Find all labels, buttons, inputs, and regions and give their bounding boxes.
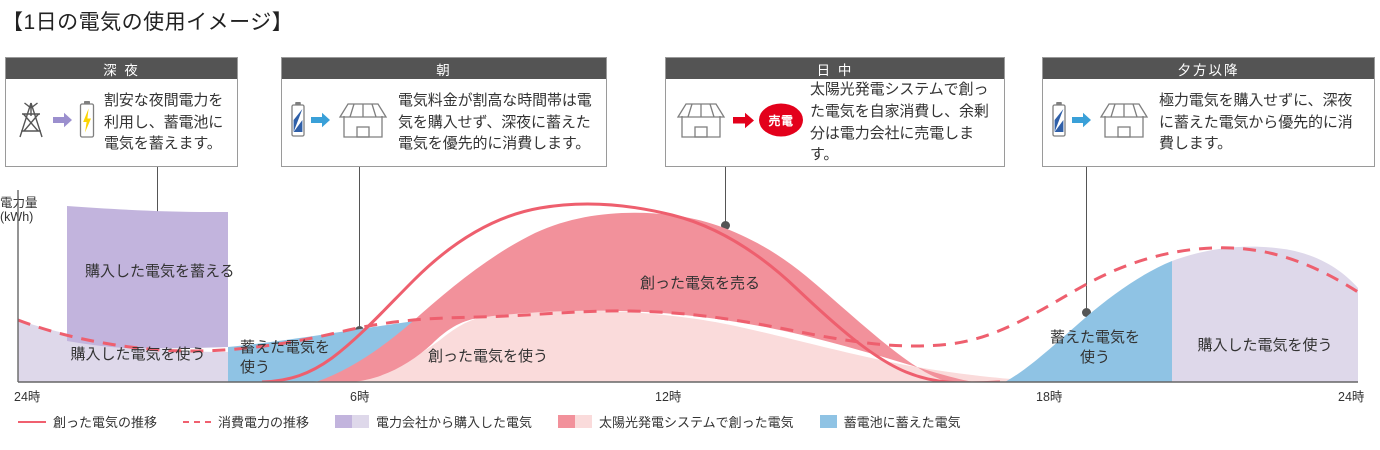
region-label-stored-used-evening: 蓄えた電気を使う: [1049, 329, 1140, 367]
x-tick-1: 6時: [350, 390, 370, 404]
region-stored-used-morning: [228, 316, 452, 382]
legend-swatch-pink-icon: [558, 415, 593, 428]
callout-late-night-text: 割安な夜間電力を利用し、蓄電池に電気を蓄えます。: [104, 91, 224, 153]
region-generated-used: [340, 310, 1060, 382]
arrow-right-blue-icon: [1072, 112, 1092, 133]
leader-line-daytime: [725, 167, 726, 225]
legend-solid-line-icon: [18, 420, 46, 423]
legend-swatch-purple-icon: [335, 415, 370, 428]
battery-icon: [288, 100, 308, 145]
legend-label-battery: 蓄電池に蓄えた電気: [843, 415, 961, 430]
callout-evening-text: 極力電気を購入せずに、深夜に蓄えた電気から優先的に消費します。: [1159, 91, 1353, 153]
region-label-generated-used: 創った電気を使う: [427, 348, 548, 365]
leader-line-evening: [1086, 167, 1087, 312]
callout-evening-icons: [1049, 99, 1159, 146]
region-label-purchased-stored: 購入した電気を蓄える: [85, 263, 235, 280]
leader-line-morning: [359, 167, 360, 330]
legend-label-solar: 太陽光発電システムで創った電気: [599, 415, 794, 430]
region-label-generated-sold: 創った電気を売る: [639, 275, 760, 292]
region-purchased-stored: [67, 206, 229, 349]
region-label-stored-used-morning: 蓄えた電気を使う: [240, 339, 331, 377]
region-generated-sold: [316, 212, 975, 382]
callout-morning-text: 電気料金が割高な時間帯は電気を購入せず、深夜に蓄えた電気を優先的に消費します。: [398, 91, 592, 153]
x-tick-0: 24時: [14, 390, 41, 404]
callout-evening: 夕方以降: [1042, 57, 1375, 167]
pylon-icon: [12, 100, 50, 145]
callout-daytime-header: 日 中: [666, 58, 1004, 79]
sell-power-badge-label: 売電: [768, 113, 794, 128]
x-tick-3: 18時: [1036, 390, 1063, 404]
legend-label-purchased: 電力会社から購入した電気: [376, 415, 533, 430]
callout-late-night-header: 深 夜: [6, 58, 237, 79]
battery-icon: [1049, 100, 1069, 145]
y-axis-label-line1: 電力量: [0, 196, 38, 210]
region-label-purchased-used-early: 購入した電気を使う: [70, 346, 206, 363]
callout-morning: 朝: [281, 57, 607, 167]
x-tick-4: 24時: [1338, 390, 1365, 404]
legend-label-consumption: 消費電力の推移: [218, 415, 310, 430]
region-purchased-used-early: [18, 320, 288, 382]
callout-late-night: 深 夜: [5, 57, 238, 167]
legend-item-consumption: 消費電力の推移: [183, 412, 309, 431]
arrow-right-blue-icon: [311, 112, 331, 133]
legend-dashed-line-icon: [183, 420, 212, 423]
y-axis-label-line2: (kWh): [0, 210, 34, 224]
callout-late-night-icons: [12, 99, 104, 146]
region-label-purchased-used-night: 購入した電気を使う: [1197, 337, 1333, 354]
callout-daytime-text: 太陽光発電システムで創った電気を自家消費し、余剰分は電力会社に売電します。: [810, 81, 989, 164]
arrow-right-red-icon: [733, 112, 755, 134]
page-title: 【1日の電気の使用イメージ】: [2, 11, 294, 34]
legend-item-purchased: 電力会社から購入した電気: [335, 412, 532, 431]
series-generation-line: [261, 202, 1000, 382]
legend-item-solar: 太陽光発電システムで創った電気: [558, 412, 794, 431]
legend-label-generation: 創った電気の推移: [53, 415, 158, 430]
legend-item-generation: 創った電気の推移: [18, 412, 157, 431]
house-solar-icon: [672, 99, 730, 146]
chart-legend: 創った電気の推移 消費電力の推移 電力会社から購入した電気 太陽光発電システムで…: [18, 412, 987, 431]
battery-charging-icon: [76, 99, 98, 146]
callout-morning-header: 朝: [282, 58, 606, 79]
callout-daytime-icons: 売電: [672, 99, 810, 146]
usage-chart: [17, 190, 1358, 383]
house-solar-icon: [334, 99, 392, 146]
x-tick-2: 12時: [655, 390, 682, 404]
callout-evening-header: 夕方以降: [1043, 58, 1374, 79]
sell-power-badge: 売電: [758, 101, 804, 144]
callout-morning-icons: [288, 99, 398, 146]
callout-daytime: 日 中: [665, 57, 1005, 167]
legend-swatch-blue-icon: [819, 415, 837, 428]
region-stored-used-evening: [1005, 261, 1172, 382]
arrow-right-purple-icon: [53, 112, 73, 133]
leader-line-late-night: [157, 167, 158, 222]
house-solar-icon: [1095, 99, 1153, 146]
leader-dot-daytime: [721, 221, 730, 230]
leader-dot-evening: [1082, 308, 1091, 317]
legend-item-battery: 蓄電池に蓄えた電気: [819, 412, 961, 431]
region-purchased-used-night: [1172, 246, 1358, 382]
series-consumption-line: [18, 246, 1358, 353]
